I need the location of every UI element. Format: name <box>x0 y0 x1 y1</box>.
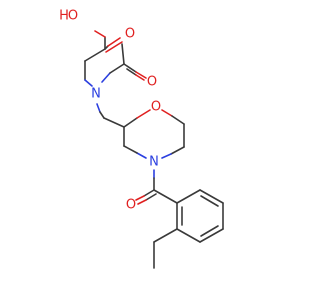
atom-amide-n: N <box>91 87 101 102</box>
atom-acetyl-o: O <box>147 75 157 90</box>
bond-n-acetyl-c <box>109 63 125 74</box>
bond-carbonyl-o-a-red <box>135 195 145 201</box>
molecule-diagram: H O O N O O N O <box>59 9 224 269</box>
bond-benz-inner-a <box>200 195 219 207</box>
bond-ch2-ring <box>103 117 125 128</box>
bond-ethyl-ch2 <box>153 228 178 243</box>
bond-ring-n4-c3-blue <box>136 152 147 159</box>
bond-ring-c2-o1 <box>123 117 138 128</box>
bond-ring-o1-c6-red <box>161 109 173 117</box>
atom-acid-co-o: O <box>125 27 135 42</box>
bond-ring-c5-n4-blue <box>161 153 172 159</box>
bond-carbonyl-ring <box>153 189 178 204</box>
bond-carbonyl-o-b <box>145 193 157 201</box>
bond-acetyl-co-a-red <box>135 71 147 79</box>
bond-n-ch2-b <box>99 111 105 119</box>
bond-c-o-double-a-red <box>107 37 121 47</box>
bond-carbonyl-o-b-red <box>137 199 147 205</box>
atom-acid-h: H <box>59 9 69 24</box>
atom-ring-n: N <box>149 155 159 170</box>
atom-acid-oh-o: O <box>68 9 78 24</box>
bond-acetyl-co-a <box>123 63 137 73</box>
bond-ring-o1-c6 <box>171 115 185 125</box>
bond-benz-4 <box>199 228 224 243</box>
bond-ring-c2-o1-red <box>136 109 151 119</box>
bond-acetyl-co-b <box>126 68 137 76</box>
bond-ch2-n-end <box>84 79 93 87</box>
bond-benz-2 <box>199 189 224 204</box>
bond-c-o-double-b <box>105 41 123 53</box>
bond-c-oh-red <box>94 30 106 38</box>
atom-benzoyl-o: O <box>126 198 136 213</box>
structure-drawing: H O O N O O N O <box>59 9 224 269</box>
bond-carbonyl-o-a <box>143 189 155 197</box>
bond-benz-inner-b <box>200 225 219 237</box>
bond-ring-n4-c3 <box>123 145 138 154</box>
atom-ring-o: O <box>151 100 161 115</box>
bond-ch2-cooh <box>84 48 106 62</box>
bond-acetyl-co-b-red <box>135 74 145 81</box>
bond-benz-1 <box>176 189 201 204</box>
bond-ring-c5-n4 <box>170 146 185 155</box>
bond-n-acetyl <box>101 72 111 83</box>
bond-acetyl-ch3 <box>121 43 125 65</box>
bond-benz-5 <box>176 228 201 243</box>
bond-n-ch2 <box>96 103 101 113</box>
